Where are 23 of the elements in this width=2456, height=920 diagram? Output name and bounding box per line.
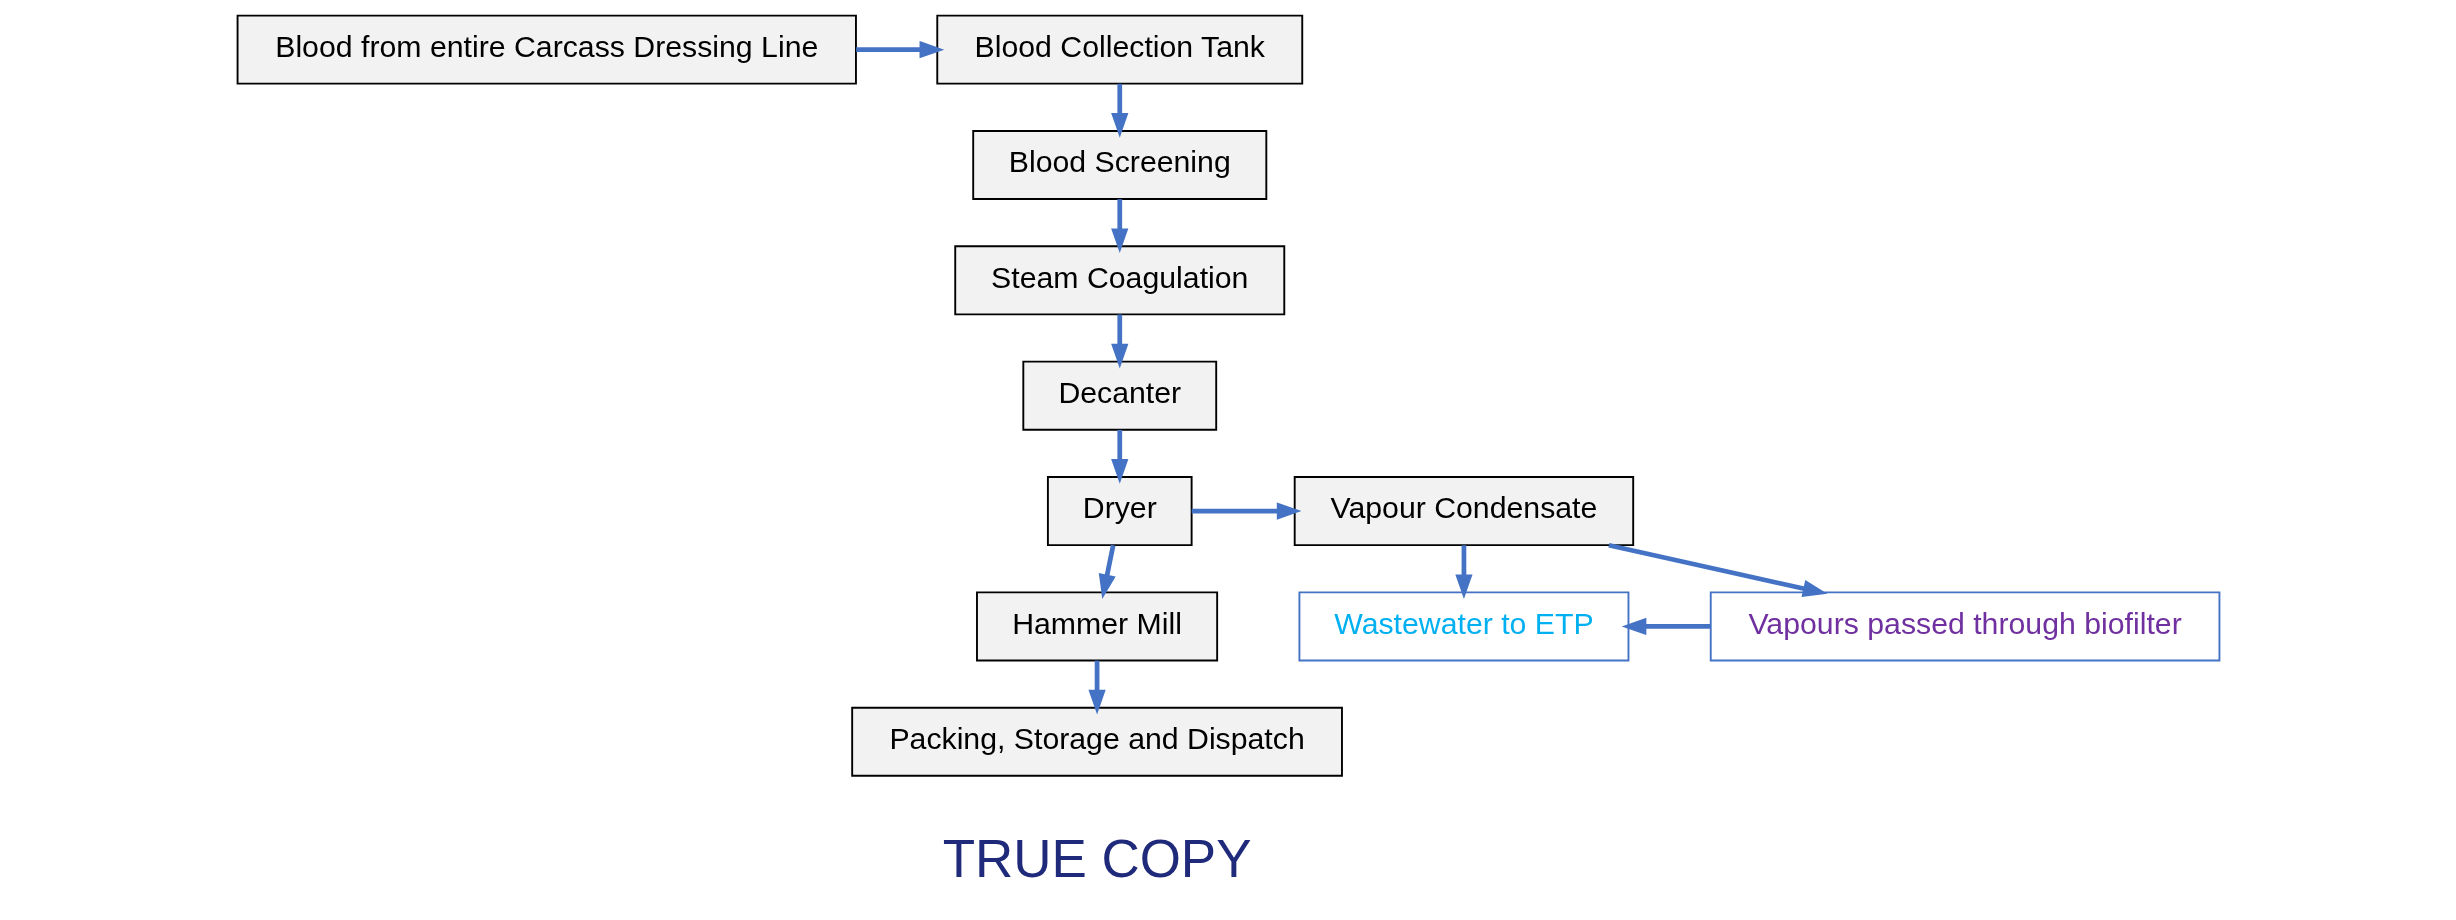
arrow [1110, 83, 1128, 138]
node-box: Steam Coagulation [953, 245, 1285, 316]
arrow [1110, 429, 1128, 484]
node-box: Blood Collection Tank [935, 14, 1303, 85]
label: TRUE COPY [942, 828, 1251, 888]
node-box: Decanter [1021, 360, 1217, 431]
arrow [1110, 199, 1128, 254]
arrow [855, 41, 944, 59]
node-box: Wastewater to ETP [1297, 591, 1629, 662]
arrow [1607, 542, 1827, 597]
node-box: Blood from entire Carcass Dressing Line [236, 14, 857, 85]
arrow [1191, 502, 1301, 520]
node-box: Vapour Condensate [1293, 476, 1634, 547]
node-box: Hammer Mill [975, 591, 1218, 662]
arrow [1098, 544, 1116, 599]
node-box: Blood Screening [971, 130, 1267, 200]
node-box: Vapours passed through biofilter [1709, 591, 2220, 662]
arrow [1110, 314, 1128, 369]
arrow [1454, 545, 1473, 600]
node-box: Dryer [1046, 476, 1193, 547]
arrow [1621, 617, 1710, 636]
arrow [1087, 660, 1106, 715]
node-box: Packing, Storage and Dispatch [850, 706, 1343, 777]
